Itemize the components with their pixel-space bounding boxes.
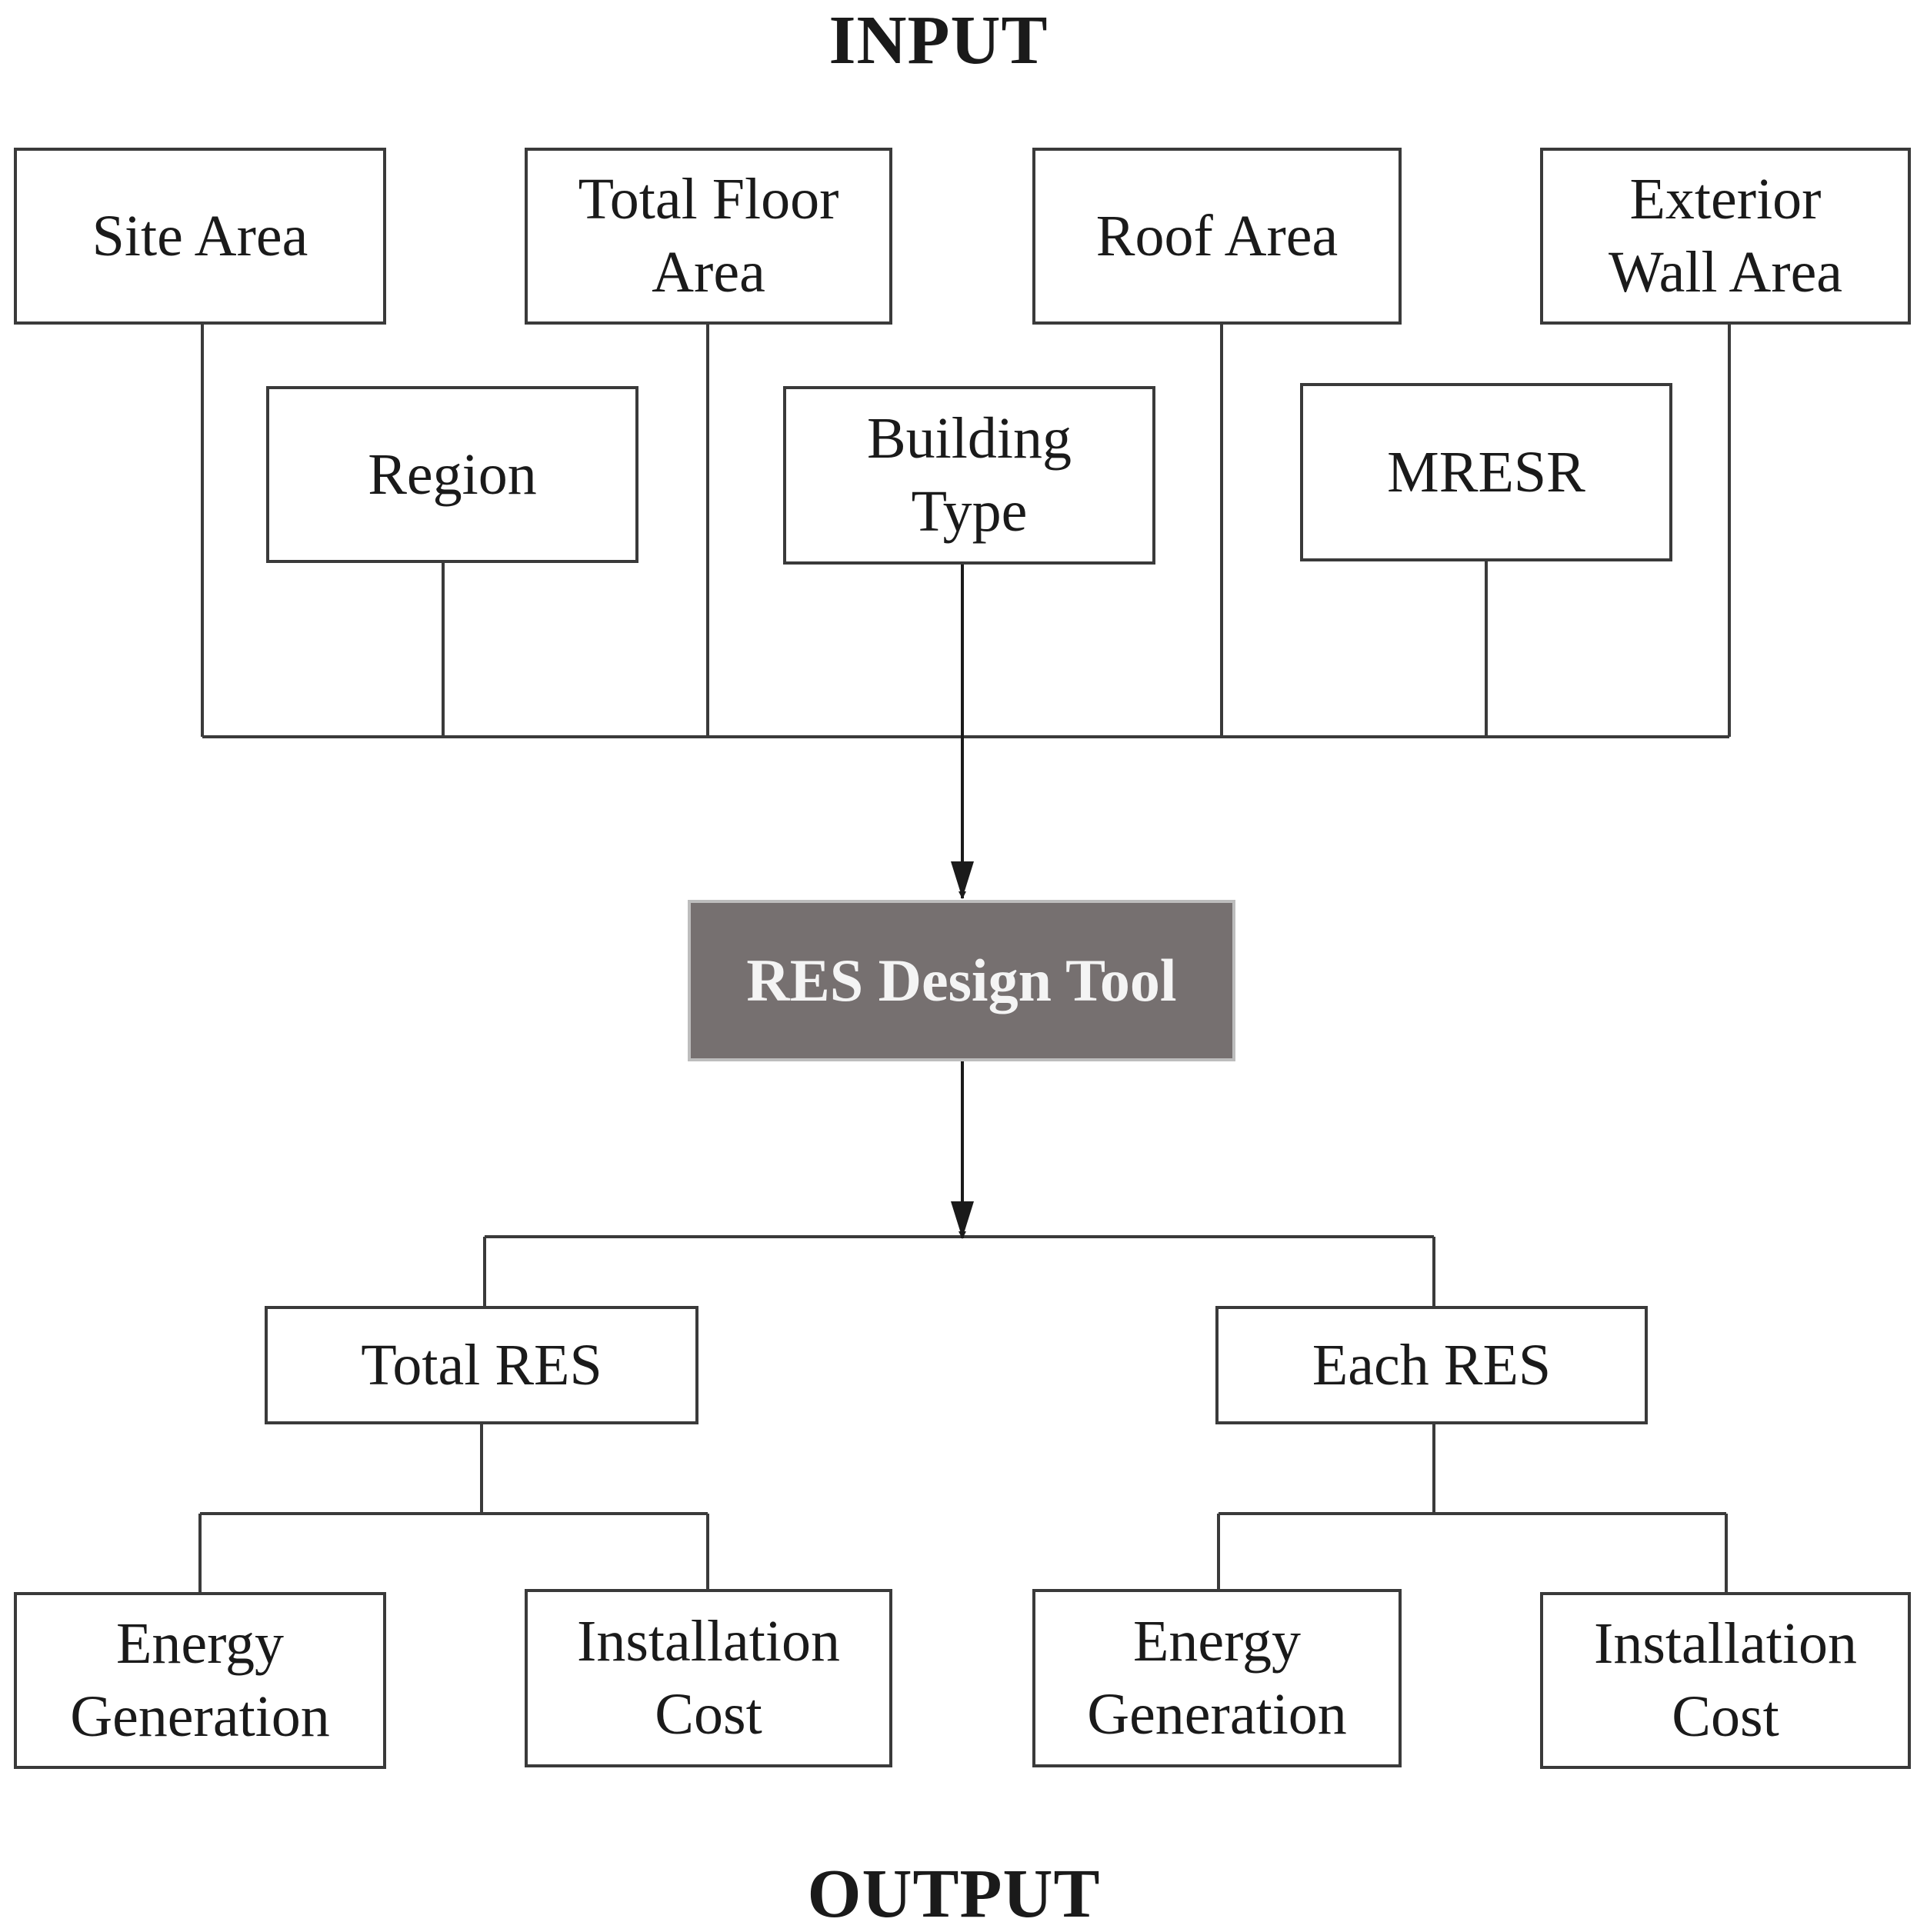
res-design-tool-box: RES Design Tool xyxy=(688,900,1235,1061)
each-res-box: Each RES xyxy=(1215,1306,1648,1424)
output-heading: OUTPUT xyxy=(807,1856,1101,1932)
roof-area-box: Roof Area xyxy=(1032,148,1402,325)
input-heading: INPUT xyxy=(828,2,1049,78)
arrowhead-to-tool xyxy=(951,861,974,898)
mresr-box: MRESR xyxy=(1300,383,1672,561)
building-type-box: Building Type xyxy=(783,386,1155,565)
each-res-energy-generation-box: Energy Generation xyxy=(1032,1589,1402,1767)
region-box: Region xyxy=(266,386,638,563)
arrowhead-to-outputs xyxy=(951,1201,974,1238)
total-res-box: Total RES xyxy=(265,1306,698,1424)
total-res-installation-cost-box: Installation Cost xyxy=(525,1589,892,1767)
exterior-wall-area-box: Exterior Wall Area xyxy=(1540,148,1911,325)
total-res-energy-generation-box: Energy Generation xyxy=(14,1592,386,1769)
site-area-box: Site Area xyxy=(14,148,386,325)
total-floor-area-box: Total Floor Area xyxy=(525,148,892,325)
each-res-installation-cost-box: Installation Cost xyxy=(1540,1592,1911,1769)
